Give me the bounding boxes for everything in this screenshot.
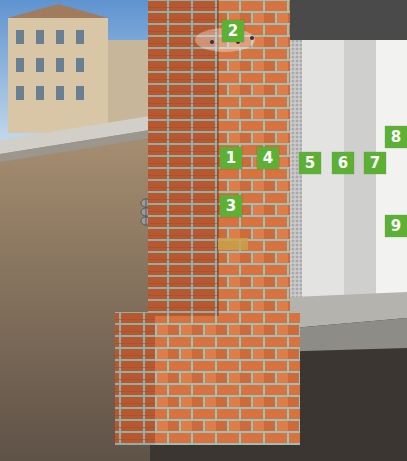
background-buildings [8,4,153,135]
callout-number: 9 [385,215,407,237]
callout-number: 5 [299,152,321,174]
ceiling [290,0,407,40]
callout-number: 3 [220,195,242,217]
callout-number: 6 [332,152,354,174]
callout-number: 1 [220,147,242,169]
callout-number: 2 [222,20,244,42]
callout-number: 7 [364,152,386,174]
callout-number: 4 [257,147,279,169]
footing [115,312,300,445]
callout-number: 8 [385,126,407,148]
